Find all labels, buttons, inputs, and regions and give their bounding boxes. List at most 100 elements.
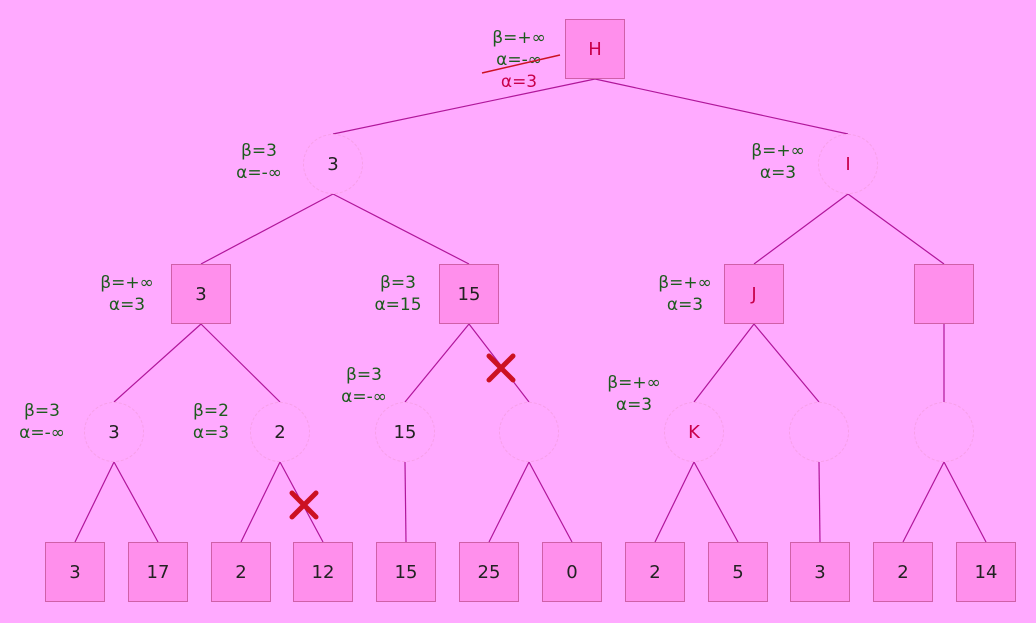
leaf-2-value: 17 xyxy=(146,561,170,583)
node-max-right-right xyxy=(914,264,974,324)
leaf-8-value: 2 xyxy=(649,561,661,583)
tree-edge-min6-leaf10 xyxy=(818,461,821,543)
annotation-J: β=+∞ α=3 xyxy=(640,272,730,316)
leaf-12-value: 14 xyxy=(974,561,998,583)
leaf-10: 3 xyxy=(790,542,850,602)
node-min-1: 3 xyxy=(84,402,144,462)
annotation-J-beta: β=+∞ xyxy=(658,273,712,293)
annotation-min-1-beta: β=3 xyxy=(24,401,60,421)
annotation-min-1: β=3 α=-∞ xyxy=(0,400,84,444)
annotation-min-left-beta: β=3 xyxy=(241,141,277,161)
annotation-min-2-alpha: α=3 xyxy=(192,423,230,443)
node-K-label: K xyxy=(688,421,700,443)
tree-edge-H-left xyxy=(332,78,596,135)
leaf-3-value: 2 xyxy=(235,561,247,583)
annotation-H-alpha-old: α=-∞ xyxy=(496,50,542,70)
node-J: J xyxy=(724,264,784,324)
leaf-5-value: 15 xyxy=(394,561,418,583)
annotation-H-alpha-new: α=3 xyxy=(500,72,538,92)
annotation-min-left-alpha: α=-∞ xyxy=(236,163,282,183)
annotation-I-alpha: α=3 xyxy=(759,163,797,183)
leaf-6: 25 xyxy=(459,542,519,602)
node-min-3-label: 15 xyxy=(393,421,417,443)
leaf-4-value: 12 xyxy=(311,561,335,583)
node-min-1-label: 3 xyxy=(108,421,120,443)
annotation-max-left-left: β=+∞ α=3 xyxy=(82,272,172,316)
tree-edge-min2-leaf3 xyxy=(240,461,281,543)
node-K: K xyxy=(664,402,724,462)
strikethrough-line xyxy=(481,54,561,74)
tree-edge-min1-leaf2 xyxy=(113,461,159,543)
node-I-label: I xyxy=(845,153,851,175)
tree-edge-H-right xyxy=(594,78,849,135)
node-H-label: H xyxy=(588,38,602,60)
node-min-2-label: 2 xyxy=(274,421,286,443)
annotation-max-left-left-alpha: α=3 xyxy=(108,295,146,315)
tree-edge-left-lr xyxy=(332,193,470,265)
node-min-6 xyxy=(789,402,849,462)
node-max-left-right: 15 xyxy=(439,264,499,324)
annotation-min-2-beta: β=2 xyxy=(193,401,229,421)
leaf-1-value: 3 xyxy=(69,561,81,583)
node-max-left-left-label: 3 xyxy=(195,283,207,305)
tree-edge-ll-min1 xyxy=(113,323,202,403)
annotation-H: β=+∞ α=-∞ α=3 xyxy=(470,27,568,93)
leaf-12: 14 xyxy=(956,542,1016,602)
annotation-max-left-right-alpha: α=15 xyxy=(374,295,422,315)
annotation-I-beta: β=+∞ xyxy=(751,141,805,161)
leaf-9: 5 xyxy=(708,542,768,602)
node-min-left: 3 xyxy=(303,134,363,194)
tree-edge-J-min6 xyxy=(753,323,820,403)
leaf-9-value: 5 xyxy=(732,561,744,583)
tree-edge-I-J xyxy=(753,193,849,265)
annotation-K: β=+∞ α=3 xyxy=(592,372,676,416)
annotation-min-2: β=2 α=3 xyxy=(170,400,252,444)
leaf-7: 0 xyxy=(542,542,602,602)
leaf-1: 3 xyxy=(45,542,105,602)
tree-edge-left-ll xyxy=(200,193,334,265)
leaf-8: 2 xyxy=(625,542,685,602)
tree-edge-min3-leaf5 xyxy=(404,461,407,543)
annotation-min-1-alpha: α=-∞ xyxy=(19,423,65,443)
node-J-label: J xyxy=(751,283,757,305)
leaf-5: 15 xyxy=(376,542,436,602)
node-max-left-right-label: 15 xyxy=(457,283,481,305)
node-max-left-left: 3 xyxy=(171,264,231,324)
tree-edge-min1-leaf1 xyxy=(74,461,115,543)
leaf-6-value: 25 xyxy=(477,561,501,583)
leaf-7-value: 0 xyxy=(566,561,578,583)
leaf-4: 12 xyxy=(293,542,353,602)
tree-edge-lr-min3 xyxy=(404,323,470,403)
tree-edge-K-leaf8 xyxy=(654,461,695,543)
prune-mark-leaf-12 xyxy=(289,490,319,520)
tree-edge-min4-leaf6 xyxy=(488,461,530,543)
prune-mark-15-branch xyxy=(486,353,516,383)
annotation-min-3-alpha: α=-∞ xyxy=(341,387,387,407)
leaf-3: 2 xyxy=(211,542,271,602)
node-min-3: 15 xyxy=(375,402,435,462)
leaf-2: 17 xyxy=(128,542,188,602)
annotation-J-alpha: α=3 xyxy=(666,295,704,315)
tree-edge-J-K xyxy=(693,323,755,403)
node-min-left-label: 3 xyxy=(327,153,339,175)
leaf-11-value: 2 xyxy=(897,561,909,583)
annotation-min-left: β=3 α=-∞ xyxy=(214,140,304,184)
tree-edge-min7-leaf11 xyxy=(902,461,945,543)
node-I: I xyxy=(818,134,878,194)
annotation-I: β=+∞ α=3 xyxy=(733,140,823,184)
annotation-max-left-left-beta: β=+∞ xyxy=(100,273,154,293)
tree-edge-I-rr xyxy=(847,193,945,265)
annotation-max-left-right-beta: β=3 xyxy=(380,273,416,293)
leaf-10-value: 3 xyxy=(814,561,826,583)
node-min-4 xyxy=(499,402,559,462)
annotation-H-beta: β=+∞ xyxy=(492,28,546,48)
tree-edge-min4-leaf7 xyxy=(528,461,573,543)
node-min-2: 2 xyxy=(250,402,310,462)
annotation-K-alpha: α=3 xyxy=(615,395,653,415)
node-min-7 xyxy=(914,402,974,462)
annotation-min-3: β=3 α=-∞ xyxy=(322,364,406,408)
node-H: H xyxy=(565,19,625,79)
tree-edge-ll-min2 xyxy=(200,323,281,403)
